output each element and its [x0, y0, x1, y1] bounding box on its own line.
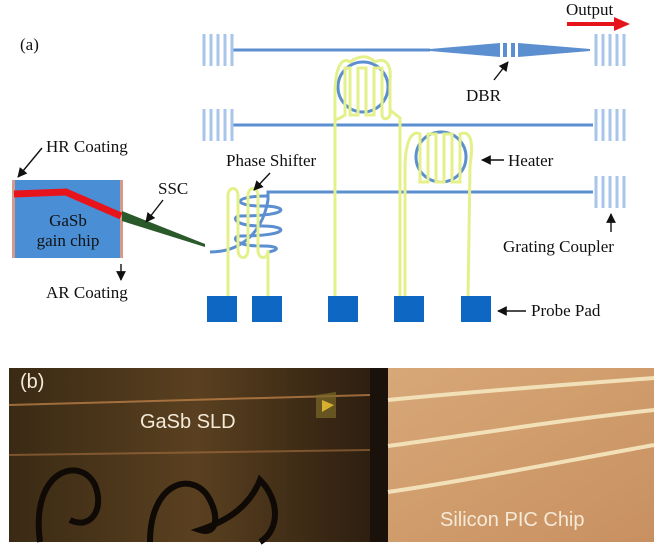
hr-coating-pointer [17, 147, 43, 178]
panel-b-label: (b) [20, 371, 44, 393]
phase-shifter-pointer [253, 172, 271, 191]
dbr-taper-left [430, 43, 500, 57]
laser-stripe [13, 188, 123, 220]
gasb-gain-chip: GaSb gain chip [12, 180, 123, 258]
gain-chip-label-2: gain chip [37, 231, 100, 250]
probe-pad-5 [461, 296, 491, 322]
phase-shifter-meander [234, 194, 283, 254]
ssc-taper [122, 211, 205, 247]
facet-marker-arrow [322, 400, 334, 412]
heater-wires [226, 55, 474, 301]
grating-coupler-label: Grating Coupler [503, 237, 614, 256]
silicon-pic-chip-label: Silicon PIC Chip [440, 509, 585, 531]
gasb-sld-label: GaSb SLD [140, 411, 236, 433]
probe-pads [207, 296, 491, 322]
waveguide-bottom [209, 190, 593, 254]
dbr-label: DBR [466, 86, 502, 105]
phase-shifter-heater [226, 187, 270, 300]
hr-coating-facet [12, 180, 15, 258]
ring-heater-1 [333, 55, 392, 300]
hr-coating-label: HR Coating [46, 137, 128, 156]
ssc-label: SSC [158, 179, 188, 198]
pic-waveguide-2 [387, 408, 655, 448]
grating-coupler-left-top [202, 34, 234, 66]
chip-gap [370, 368, 388, 542]
grating-coupler-right-top [594, 34, 626, 66]
heater-label: Heater [508, 151, 554, 170]
ring-heater-2 [403, 131, 474, 301]
probe-pad-2 [252, 296, 282, 322]
dbr-grating-2 [511, 43, 515, 57]
panel-a: (a) [12, 0, 630, 322]
pic-waveguide-3 [387, 443, 655, 494]
pic-waveguide-1 [387, 376, 655, 402]
probe-pad-1 [207, 296, 237, 322]
dbr-taper-right [518, 43, 590, 57]
grating-coupler-right-bottom [594, 176, 626, 208]
ar-coating-label: AR Coating [46, 283, 128, 302]
phase-shifter-label: Phase Shifter [226, 151, 317, 170]
gain-chip-label-1: GaSb [49, 211, 87, 230]
grating-coupler-left-middle [202, 109, 234, 141]
sld-waveguide-2 [8, 449, 371, 456]
dbr-grating-1 [503, 43, 507, 57]
ar-coating-facet [120, 180, 123, 258]
ring-resonator-1 [336, 60, 390, 114]
ssc-pointer [145, 199, 164, 223]
sld-waveguide-1 [8, 394, 371, 406]
waveguides [209, 43, 593, 254]
probe-pad-4 [394, 296, 424, 322]
grating-coupler-right-middle [594, 109, 626, 141]
probe-pad-label: Probe Pad [531, 301, 601, 320]
panel-b-photo: (b) GaSb SLD Silicon PIC Chip [8, 368, 655, 545]
ring-heater-1-lead [389, 108, 402, 300]
wire-bond-1 [35, 467, 102, 543]
dbr-pointer [493, 61, 509, 81]
probe-pad-3 [328, 296, 358, 322]
output-label: Output [566, 0, 614, 19]
output-arrow-head [614, 17, 630, 31]
wire-bond-2 [147, 474, 278, 545]
panel-a-label: (a) [20, 35, 39, 54]
